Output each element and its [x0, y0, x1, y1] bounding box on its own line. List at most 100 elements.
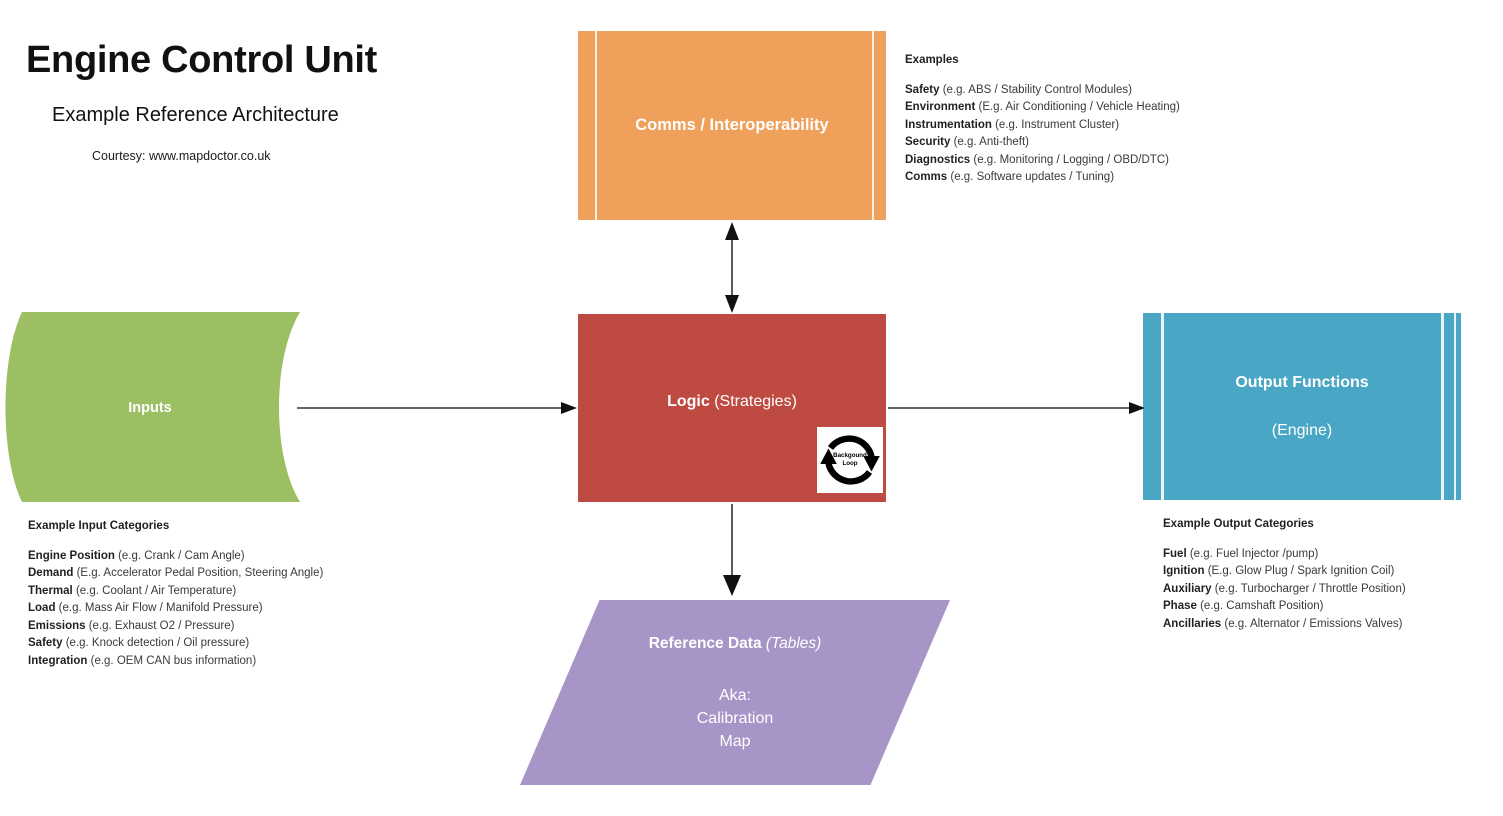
- node-inputs-label: Inputs: [128, 399, 172, 416]
- shape-edge-line-right2: [1454, 313, 1456, 500]
- note-row-detail: (e.g. Knock detection / Oil pressure): [62, 637, 250, 650]
- note-row-detail: (e.g. Fuel Injector /pump): [1186, 548, 1319, 560]
- note-row-term: Phase: [1163, 600, 1197, 613]
- note-row-term: Safety: [28, 637, 63, 650]
- connector-comms-logic-bidirectional: [725, 222, 739, 313]
- note-row-detail: (e.g. Coolant / Air Temperature): [72, 584, 237, 597]
- parallelogram-shape: [520, 600, 950, 785]
- node-reference-data-title-italic: (Tables): [761, 635, 822, 652]
- note-row-detail: (e.g. Monitoring / Logging / OBD/DTC): [970, 153, 1169, 166]
- shape-edge-line-left: [595, 31, 597, 220]
- node-output-label: Output Functions (Engine): [1143, 372, 1461, 441]
- shape-edge-line-right: [872, 31, 874, 220]
- note-row: Demand (E.g. Accelerator Pedal Position,…: [28, 565, 388, 582]
- node-logic-label: Logic (Strategies): [578, 391, 886, 413]
- note-row-term: Emissions: [28, 619, 86, 632]
- note-row-term: Instrumentation: [905, 118, 992, 131]
- note-row-detail: (e.g. Anti-theft): [950, 136, 1030, 149]
- note-row-detail: (e.g. Exhaust O2 / Pressure): [85, 619, 235, 632]
- note-row: Fuel (e.g. Fuel Injector /pump): [1163, 546, 1503, 563]
- note-row: Security (e.g. Anti-theft): [905, 134, 1235, 151]
- note-row-detail: (e.g. OEM CAN bus information): [87, 654, 257, 667]
- background-loop-line2: Loop: [842, 460, 858, 467]
- input-categories-list: Engine Position (e.g. Crank / Cam Angle)…: [28, 548, 388, 670]
- shape-edge-line-left: [1161, 313, 1164, 500]
- note-row: Environment (E.g. Air Conditioning / Veh…: [905, 99, 1235, 116]
- note-row-detail: (e.g. Camshaft Position): [1196, 600, 1324, 613]
- circular-loop-arrows-icon: [820, 435, 880, 485]
- note-row-term: Load: [28, 602, 56, 615]
- note-row-term: Demand: [28, 567, 74, 580]
- note-row-term: Auxiliary: [1163, 582, 1212, 595]
- note-row-detail: (e.g. Instrument Cluster): [991, 118, 1120, 131]
- node-comms-label: Comms / Interoperability: [635, 116, 829, 135]
- node-logic-label-bold: Logic: [667, 393, 710, 411]
- node-reference-data-aka: Aka: Calibration Map: [520, 684, 950, 754]
- node-comms-interoperability[interactable]: Comms / Interoperability: [578, 31, 886, 220]
- output-categories-heading: Example Output Categories: [1163, 518, 1314, 530]
- note-row-detail: (e.g. Mass Air Flow / Manifold Pressure): [55, 602, 263, 615]
- note-row-detail: (e.g. Turbocharger / Throttle Position): [1211, 582, 1406, 595]
- background-loop-text: Backgound Loop: [817, 452, 883, 469]
- page-subtitle: Example Reference Architecture: [52, 103, 339, 126]
- node-output-functions[interactable]: Output Functions (Engine): [1143, 313, 1461, 500]
- note-row-term: Engine Position: [28, 550, 115, 562]
- note-row-term: Diagnostics: [905, 153, 971, 166]
- connector-logic-to-refdata: [723, 504, 741, 596]
- note-row-term: Ancillaries: [1163, 617, 1222, 630]
- page-title: Engine Control Unit: [26, 39, 378, 81]
- node-inputs[interactable]: Inputs: [0, 311, 330, 504]
- note-row-detail: (e.g. ABS / Stability Control Modules): [939, 84, 1132, 96]
- note-row-term: Ignition: [1163, 565, 1205, 578]
- node-logic[interactable]: Logic (Strategies) Backgound Loop: [578, 314, 886, 502]
- note-row: Auxiliary (e.g. Turbocharger / Throttle …: [1163, 581, 1503, 598]
- output-categories-note-block: Example Output Categories Fuel (e.g. Fue…: [1163, 518, 1503, 633]
- output-categories-list: Fuel (e.g. Fuel Injector /pump)Ignition …: [1163, 546, 1503, 633]
- input-categories-heading: Example Input Categories: [28, 520, 170, 532]
- note-row-term: Comms: [905, 171, 948, 184]
- node-reference-data-label: Reference Data (Tables): [520, 634, 950, 655]
- note-row-detail: (e.g. Crank / Cam Angle): [114, 550, 245, 562]
- note-row-detail: (E.g. Air Conditioning / Vehicle Heating…: [975, 101, 1180, 114]
- note-row-term: Fuel: [1163, 548, 1187, 560]
- note-row: Ignition (E.g. Glow Plug / Spark Ignitio…: [1163, 563, 1503, 580]
- node-output-label-plain: (Engine): [1271, 421, 1333, 439]
- note-row: Emissions (e.g. Exhaust O2 / Pressure): [28, 618, 388, 635]
- background-loop-badge[interactable]: Backgound Loop: [817, 427, 883, 493]
- note-row-term: Environment: [905, 101, 976, 114]
- note-row-detail: (E.g. Accelerator Pedal Position, Steeri…: [73, 567, 324, 580]
- examples-note-block: Examples Safety (e.g. ABS / Stability Co…: [905, 54, 1235, 187]
- courtesy-credit: Courtesy: www.mapdoctor.co.uk: [92, 148, 271, 163]
- title-block: Engine Control Unit Example Reference Ar…: [0, 39, 420, 163]
- note-row: Load (e.g. Mass Air Flow / Manifold Pres…: [28, 600, 388, 617]
- tape-shape: [5, 312, 300, 502]
- note-row: Thermal (e.g. Coolant / Air Temperature): [28, 583, 388, 600]
- note-row: Diagnostics (e.g. Monitoring / Logging /…: [905, 152, 1235, 169]
- note-row-detail: (E.g. Glow Plug / Spark Ignition Coil): [1204, 565, 1395, 578]
- note-row: Safety (e.g. Knock detection / Oil press…: [28, 635, 388, 652]
- aka-line-3: Map: [719, 733, 751, 751]
- note-row-term: Security: [905, 136, 951, 149]
- note-row: Integration (e.g. OEM CAN bus informatio…: [28, 653, 388, 670]
- note-row: Ancillaries (e.g. Alternator / Emissions…: [1163, 616, 1503, 633]
- note-row-term: Safety: [905, 84, 940, 96]
- note-row-detail: (e.g. Alternator / Emissions Valves): [1221, 617, 1403, 630]
- node-reference-data[interactable]: Reference Data (Tables) Aka: Calibration…: [520, 600, 950, 785]
- node-output-label-bold: Output Functions: [1235, 373, 1369, 391]
- connector-logic-to-output: [888, 402, 1145, 414]
- note-row-term: Thermal: [28, 584, 73, 597]
- note-row: Instrumentation (e.g. Instrument Cluster…: [905, 117, 1235, 134]
- note-row-detail: (e.g. Software updates / Tuning): [947, 171, 1115, 184]
- aka-line-2: Calibration: [696, 710, 774, 728]
- node-reference-data-title: Reference Data (Tables): [649, 635, 822, 652]
- note-row: Engine Position (e.g. Crank / Cam Angle): [28, 548, 388, 565]
- examples-note-list: Safety (e.g. ABS / Stability Control Mod…: [905, 82, 1235, 187]
- node-reference-data-title-bold: Reference Data: [648, 635, 762, 652]
- note-row: Phase (e.g. Camshaft Position): [1163, 598, 1503, 615]
- note-row-term: Integration: [28, 654, 88, 667]
- aka-line-1: Aka:: [718, 687, 751, 704]
- note-row: Comms (e.g. Software updates / Tuning): [905, 169, 1235, 186]
- examples-note-heading: Examples: [905, 54, 959, 66]
- note-row: Safety (e.g. ABS / Stability Control Mod…: [905, 82, 1235, 99]
